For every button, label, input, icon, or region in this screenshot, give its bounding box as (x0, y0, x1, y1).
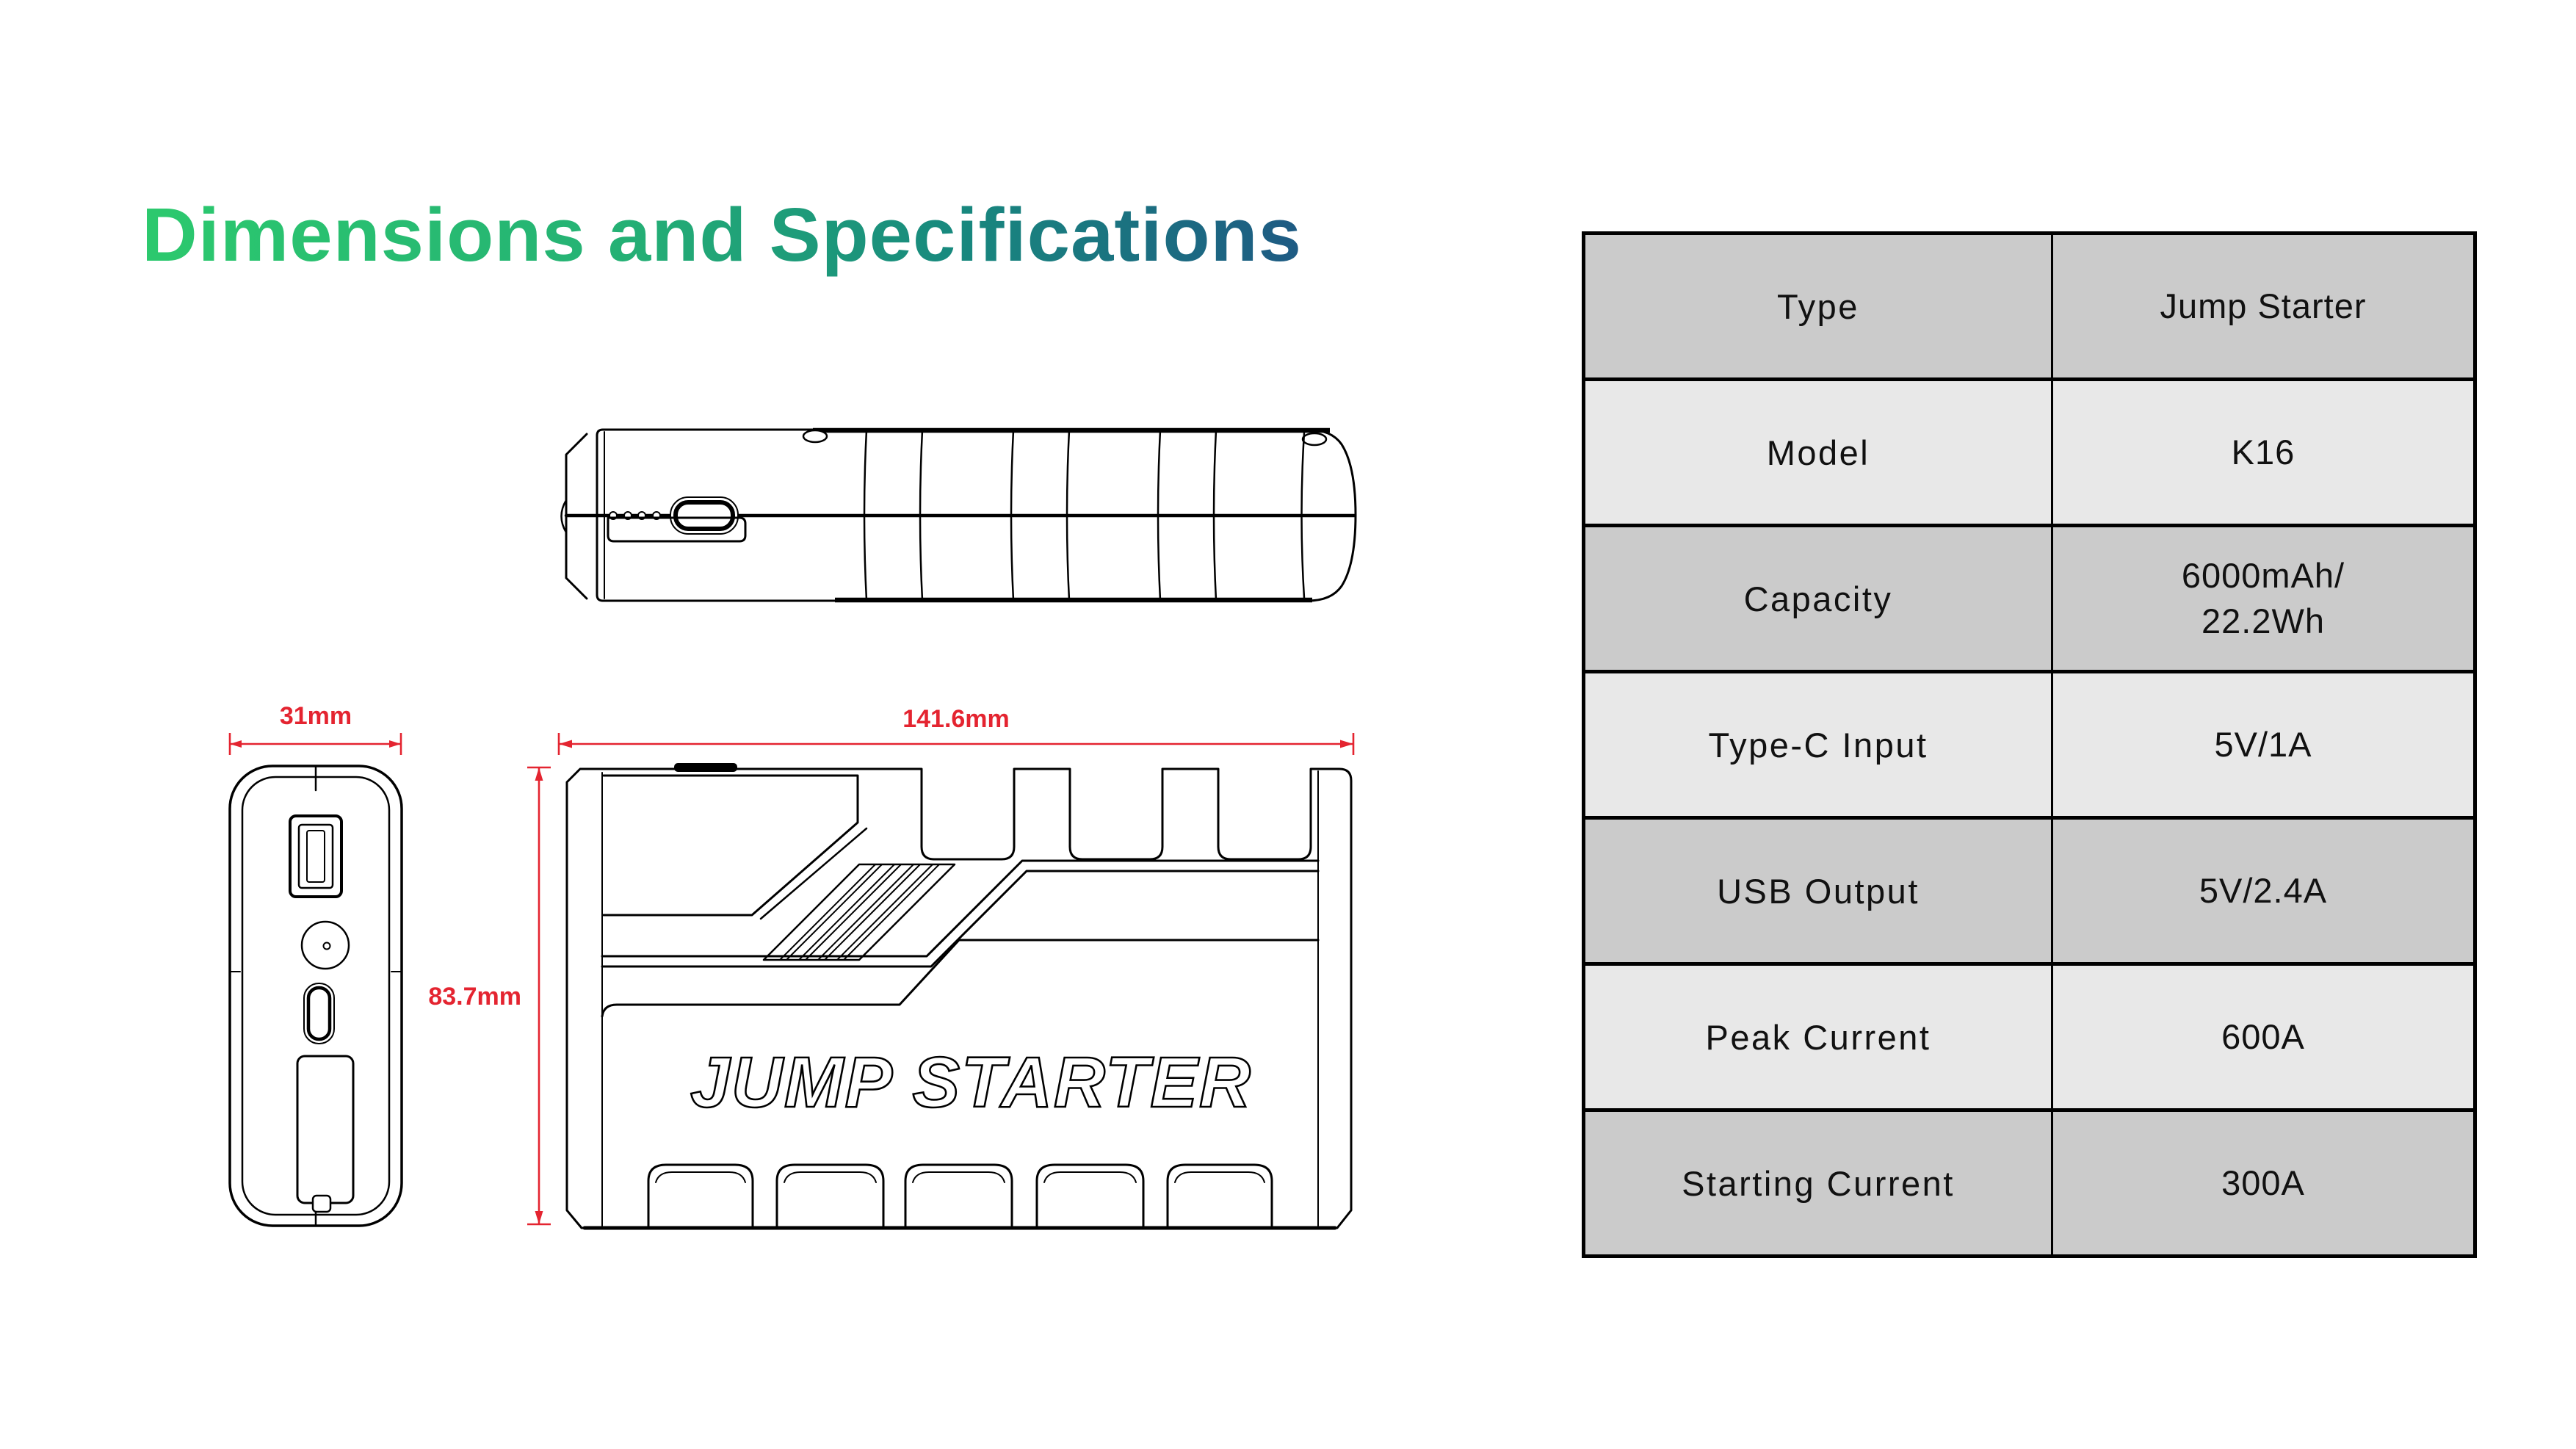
spec-table: Type Jump Starter Model K16 Capacity 600… (1582, 231, 2477, 1258)
spec-label: Capacity (1585, 527, 2053, 670)
spec-value: 5V/2.4A (2199, 870, 2328, 910)
front-width-dim-label: 141.6mm (902, 705, 1010, 733)
side-view-outline (228, 765, 403, 1227)
table-row: USB Output 5V/2.4A (1585, 816, 2473, 962)
side-width-dim-label: 31mm (280, 702, 352, 730)
spec-label: Peak Current (1585, 966, 2053, 1108)
spec-label: Type (1585, 235, 2053, 377)
top-view-drawing (560, 427, 1357, 603)
table-row: Capacity 6000mAh/ 22.2Wh (1585, 524, 2473, 670)
table-row: Type Jump Starter (1585, 235, 2473, 377)
table-row: Peak Current 600A (1585, 962, 2473, 1108)
spec-value: K16 (2231, 432, 2295, 471)
flashlight-lens (300, 920, 350, 970)
spec-value: 300A (2221, 1163, 2305, 1202)
front-view-drawing: 141.6mm 83.7mm (428, 705, 1355, 1230)
front-width-dimension (557, 733, 1355, 755)
clamp-port-cover (296, 1055, 355, 1213)
front-height-dimension (527, 766, 551, 1226)
screw-hole-right (1301, 432, 1328, 447)
front-height-dim-label: 83.7mm (428, 983, 521, 1011)
top-view-outline (560, 427, 1357, 603)
top-tab (674, 763, 737, 772)
usb-a-port (289, 814, 343, 898)
table-row: Starting Current 300A (1585, 1108, 2473, 1254)
spec-value: 5V/1A (2214, 724, 2312, 764)
hatch-stripes (762, 863, 956, 961)
table-row: Model K16 (1585, 377, 2473, 524)
table-row: Type-C Input 5V/1A (1585, 670, 2473, 816)
usb-c-port (303, 983, 335, 1044)
spec-value: Jump Starter (2160, 286, 2367, 325)
side-view-drawing: 31mm (228, 702, 403, 1227)
spec-label: Model (1585, 381, 2053, 524)
screw-hole-left (802, 429, 828, 444)
page-title-svg: Dimensions and Specifications (142, 192, 1302, 277)
spec-label: Type-C Input (1585, 673, 2053, 816)
spec-label: USB Output (1585, 820, 2053, 962)
spec-value: 6000mAh/ 22.2Wh (2181, 555, 2345, 640)
front-view-outline: JUMP STARTER (565, 763, 1353, 1230)
spec-value: 600A (2221, 1016, 2305, 1056)
side-width-dimension (228, 733, 402, 755)
spec-label: Starting Current (1585, 1112, 2053, 1254)
bottom-arches (647, 1163, 1273, 1229)
page-title: Dimensions and Specifications (142, 192, 1302, 277)
engraving-text: JUMP STARTER (690, 1042, 1252, 1122)
power-button (673, 500, 735, 531)
